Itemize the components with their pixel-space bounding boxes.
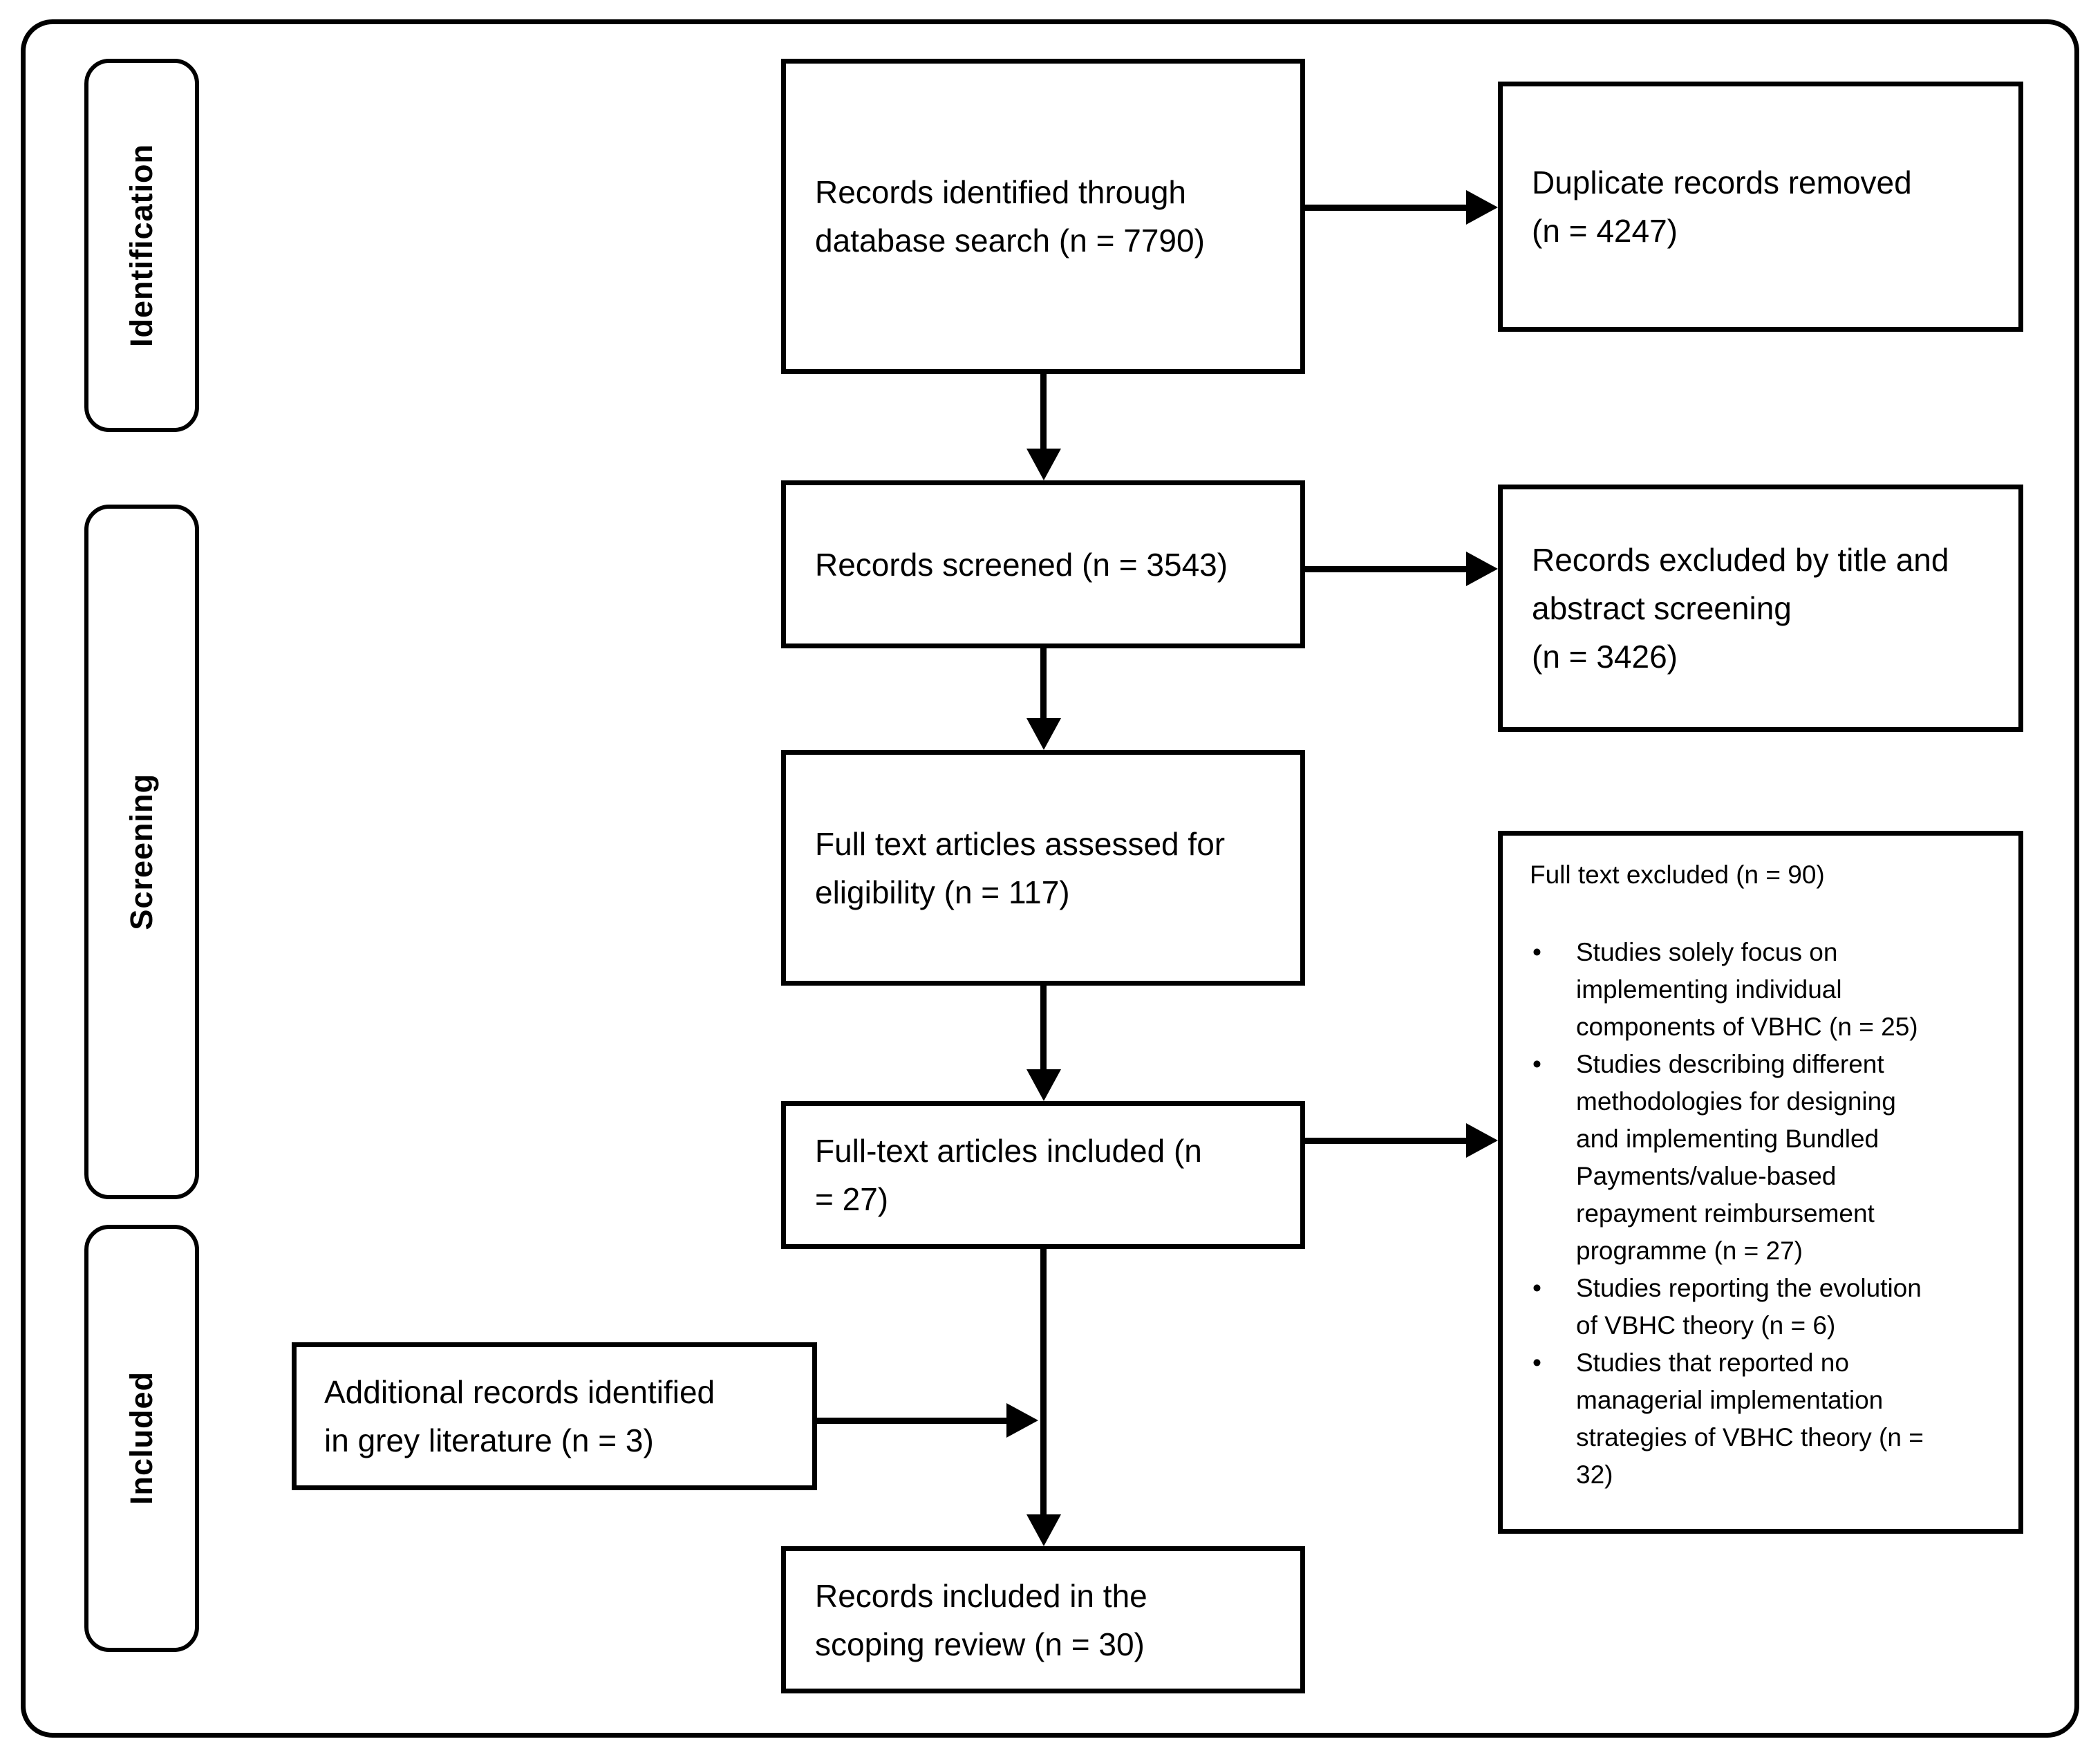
arrow-shaft <box>1040 986 1047 1072</box>
box-full-text-excluded-title: Full text excluded (n = 90) <box>1530 861 1825 889</box>
arrow-shaft <box>817 1418 1014 1424</box>
stage-label-screening-text: Screening <box>124 773 159 930</box>
arrow-shaft <box>1305 205 1471 211</box>
box-records-identified-text: Records identified through database sear… <box>815 174 1205 259</box>
stage-label-included: Included <box>84 1225 199 1652</box>
arrow-head-icon <box>1026 1514 1061 1546</box>
box-full-text-assessed: Full text articles assessed for eligibil… <box>781 750 1305 986</box>
box-duplicates-removed-text: Duplicate records removed (n = 4247) <box>1532 165 1912 249</box>
excluded-reason-item: Studies reporting the evolution of VBHC … <box>1530 1270 2002 1344</box>
stage-label-screening: Screening <box>84 505 199 1199</box>
box-records-excluded: Records excluded by title and abstract s… <box>1498 485 2023 732</box>
arrow-head-icon <box>1026 718 1061 750</box>
arrow-head-icon <box>1466 1123 1498 1158</box>
box-full-text-included: Full-text articles included (n = 27) <box>781 1101 1305 1249</box>
box-records-screened: Records screened (n = 3543) <box>781 480 1305 648</box>
excluded-reason-item: Studies solely focus on implementing ind… <box>1530 934 2002 1046</box>
stage-label-identification-text: Identification <box>124 144 159 347</box>
arrow-shaft <box>1040 1249 1047 1519</box>
box-grey-literature: Additional records identified in grey li… <box>292 1342 817 1490</box>
stage-label-identification: Identification <box>84 59 199 432</box>
box-records-identified: Records identified through database sear… <box>781 59 1305 374</box>
arrow-shaft <box>1040 374 1047 453</box>
box-records-screened-text: Records screened (n = 3543) <box>815 546 1228 583</box>
box-records-included-text: Records included in the scoping review (… <box>815 1577 1147 1662</box>
box-records-excluded-text: Records excluded by title and abstract s… <box>1532 542 1949 675</box>
box-full-text-included-text: Full-text articles included (n = 27) <box>815 1133 1202 1217</box>
stage-label-included-text: Included <box>124 1371 159 1505</box>
arrow-head-icon <box>1006 1403 1038 1438</box>
outer-border <box>21 19 2079 1738</box>
arrow-shaft <box>1040 648 1047 722</box>
excluded-reason-item: Studies describing different methodologi… <box>1530 1046 2002 1270</box>
box-records-included: Records included in the scoping review (… <box>781 1546 1305 1693</box>
box-full-text-excluded: Full text excluded (n = 90) Studies sole… <box>1498 831 2023 1534</box>
arrow-head-icon <box>1466 190 1498 225</box>
box-grey-literature-text: Additional records identified in grey li… <box>324 1374 715 1458</box>
box-full-text-assessed-text: Full text articles assessed for eligibil… <box>815 825 1226 910</box>
box-duplicates-removed: Duplicate records removed (n = 4247) <box>1498 82 2023 332</box>
arrow-head-icon <box>1466 552 1498 586</box>
arrow-head-icon <box>1026 1069 1061 1101</box>
full-text-excluded-reason-list: Studies solely focus on implementing ind… <box>1530 934 2002 1494</box>
excluded-reason-item: Studies that reported no managerial impl… <box>1530 1344 2002 1494</box>
arrow-head-icon <box>1026 449 1061 480</box>
arrow-shaft <box>1305 1138 1471 1144</box>
arrow-shaft <box>1305 566 1471 572</box>
